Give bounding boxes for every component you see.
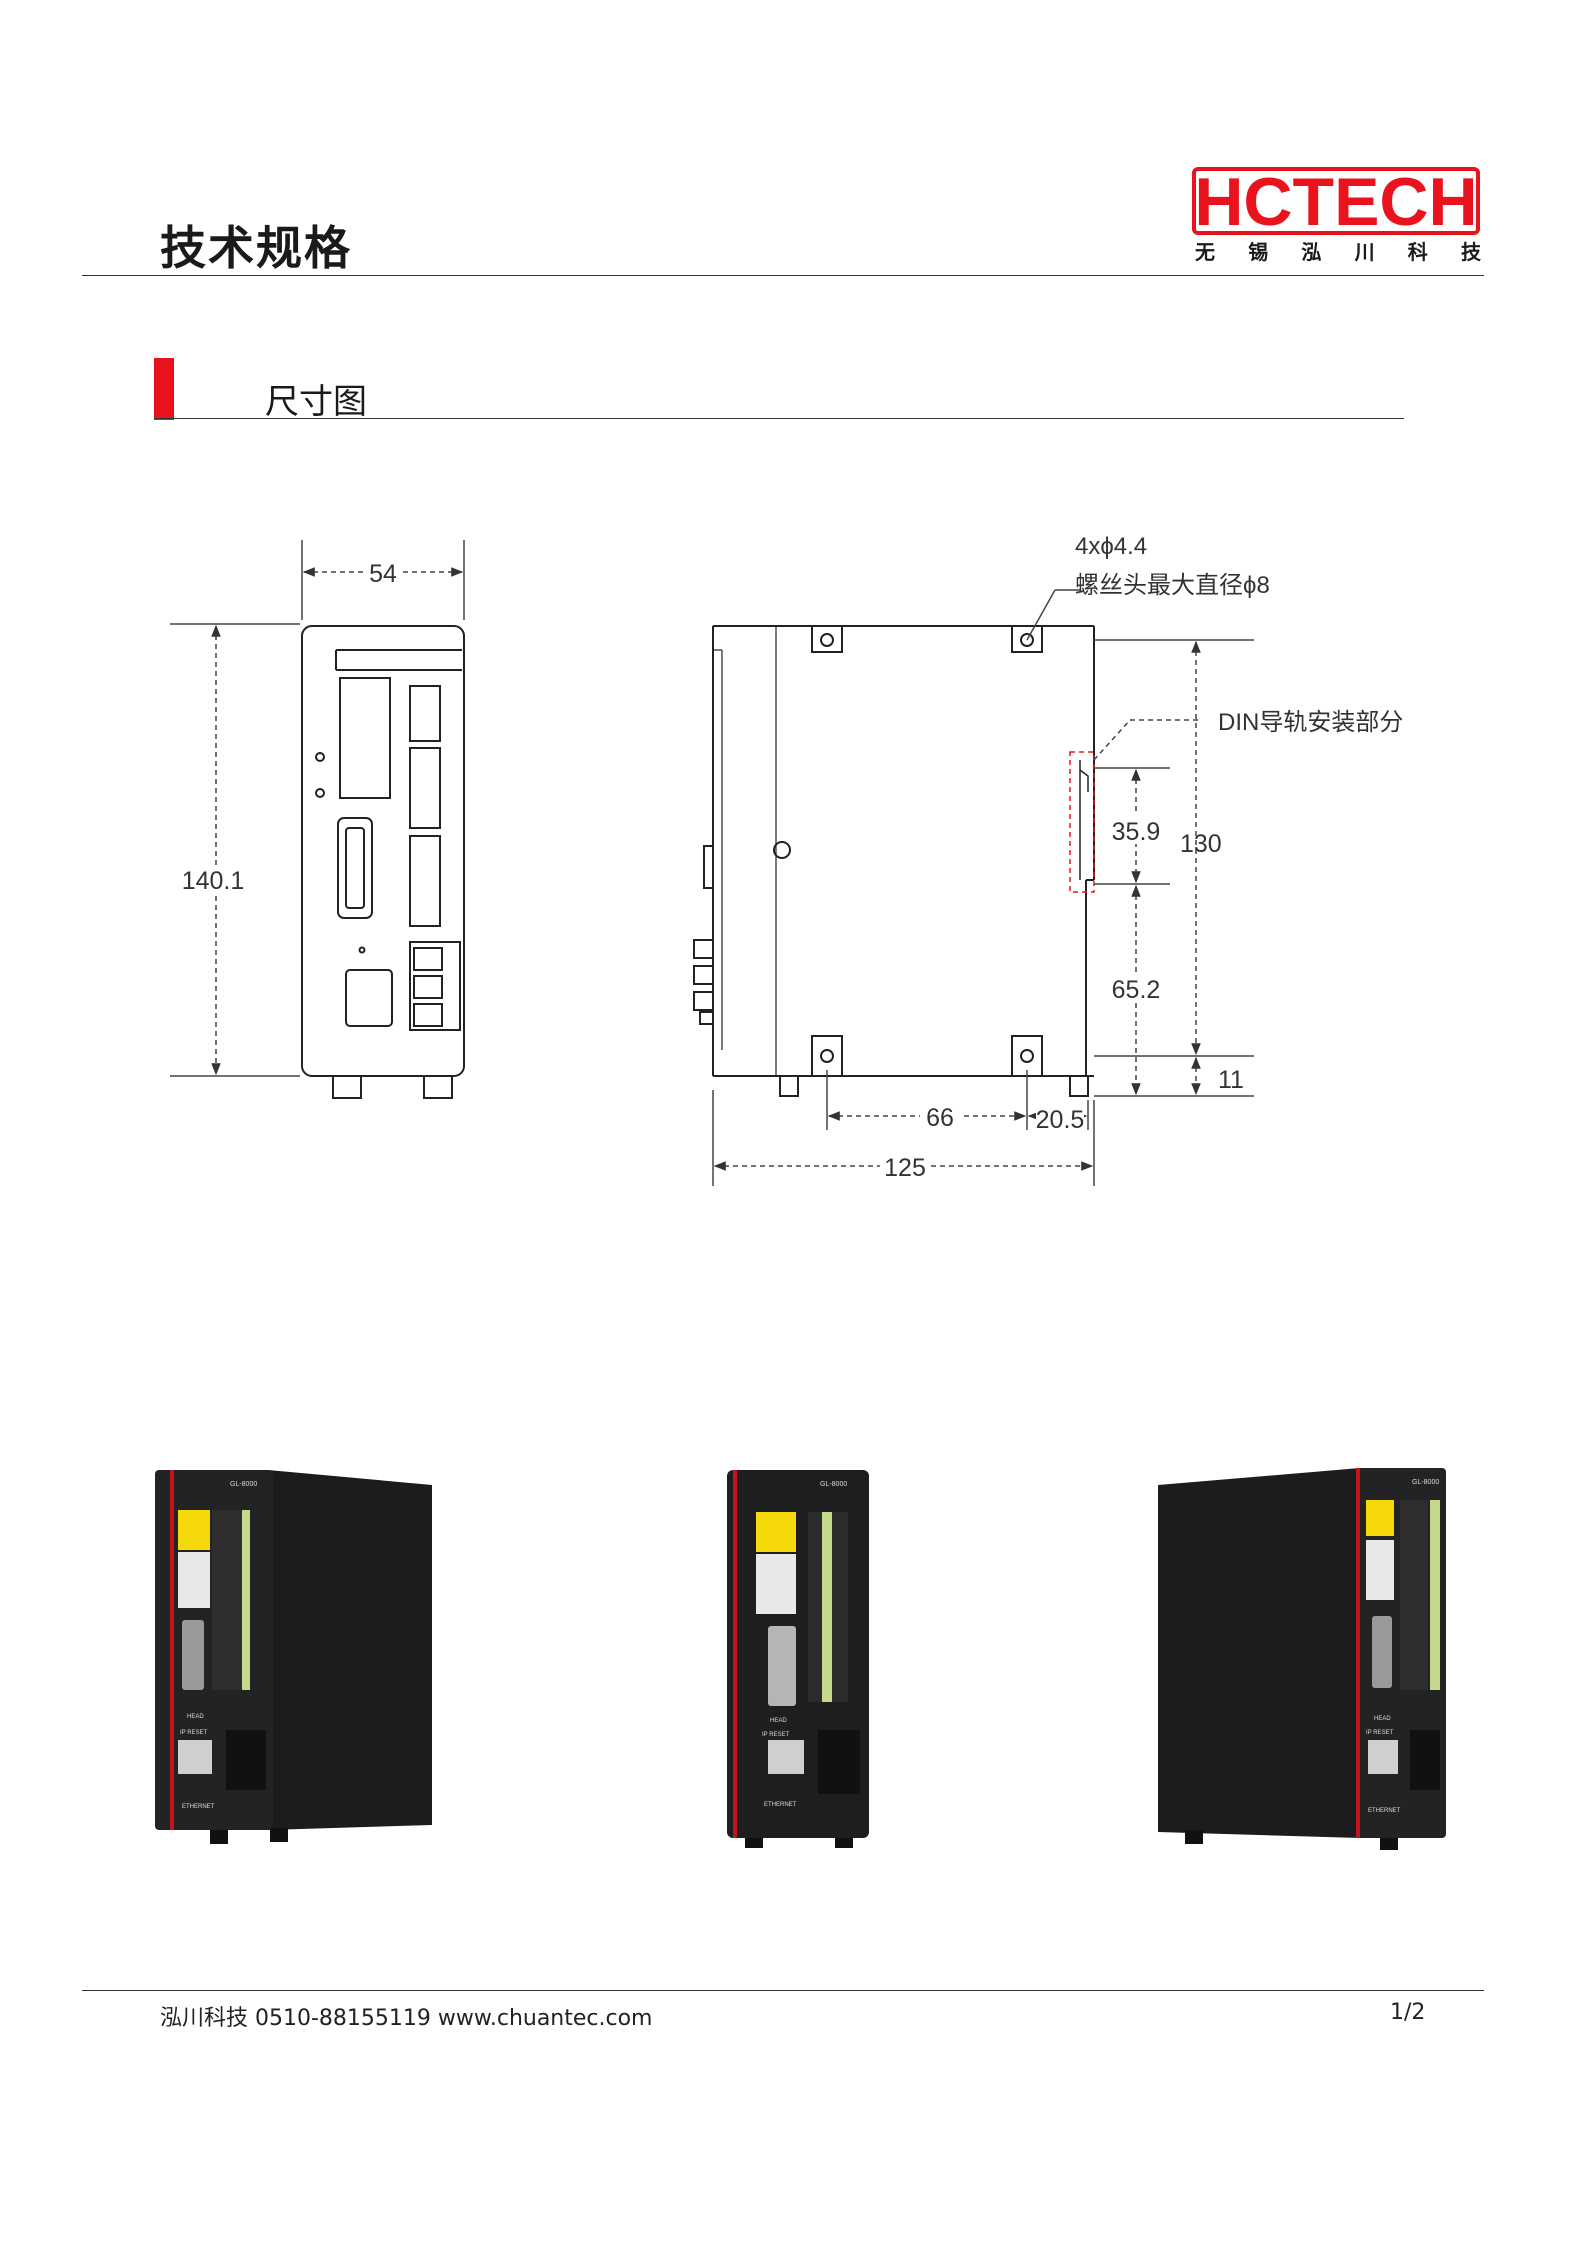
- footer-divider: [82, 1990, 1484, 1991]
- dimension-drawing: 54 140.1: [170, 533, 1403, 1186]
- photo-label-head: HEAD: [1374, 1716, 1391, 1722]
- logo-sub-char: 川: [1354, 240, 1375, 264]
- dim-hole-vertical: 130: [1180, 830, 1222, 858]
- logo-sub-char: 无: [1195, 240, 1215, 264]
- photo-label-eth: ETHERNET: [182, 1804, 215, 1810]
- hole-note-1: 4xϕ4.4: [1075, 533, 1147, 560]
- product-photo-front: GL-8000 HEAD IP RESET ETHERNET: [727, 1470, 869, 1848]
- photo-label-ip: IP RESET: [180, 1730, 208, 1736]
- din-rail-highlight: [1069, 751, 1095, 893]
- page-title: 技术规格: [160, 221, 352, 275]
- section-accent-bar: [154, 358, 174, 420]
- logo-graphic: HCTECH: [1192, 164, 1480, 240]
- photo-label-eth: ETHERNET: [764, 1802, 797, 1808]
- dim-hole-horizontal: 66: [926, 1104, 954, 1132]
- label-bg: [920, 1104, 960, 1130]
- section-title: 尺寸图: [265, 382, 367, 422]
- din-note: DIN导轨安装部分: [1218, 709, 1403, 736]
- photo-label-head: HEAD: [770, 1718, 787, 1724]
- dim-din-bottom: 65.2: [1112, 976, 1161, 1004]
- side-view: [693, 625, 1095, 1097]
- label-bg: [1110, 814, 1162, 844]
- logo-sub-char: 科: [1407, 240, 1428, 264]
- photo-model: GL-8000: [1412, 1479, 1439, 1486]
- dim-front-width: 54: [369, 560, 397, 588]
- label-bg: [1110, 972, 1162, 1002]
- footer-contact: 泓川科技 0510-88155119 www.chuantec.com: [160, 2006, 653, 2031]
- hole-note-2: 螺丝头最大直径ϕ8: [1075, 572, 1270, 599]
- dim-hole-offset: 11: [1218, 1066, 1244, 1094]
- product-photo-left: GL-8000 HEAD IP RESET ETHERNET: [155, 1470, 432, 1844]
- front-view: [301, 625, 465, 1099]
- front-view-dimensions: [170, 540, 465, 1077]
- header-divider: [82, 275, 1484, 276]
- product-photos: GL-8000 HEAD IP RESET ETHERNET GL-8000 H…: [155, 1468, 1446, 1850]
- dim-din-height: 35.9: [1112, 818, 1161, 846]
- photo-model: GL-8000: [230, 1481, 257, 1488]
- label-bg: [180, 866, 252, 894]
- section-divider: [154, 418, 1404, 419]
- photo-label-ip: IP RESET: [1366, 1730, 1394, 1736]
- page-number: 1/2: [1390, 2000, 1426, 2025]
- photo-label-head: HEAD: [187, 1714, 204, 1720]
- logo-subtitle: 无 锡 泓 川 科 技: [1195, 236, 1481, 265]
- dim-front-height: 140.1: [182, 867, 245, 895]
- photo-label-ip: IP RESET: [762, 1732, 790, 1738]
- brand-logo: HCTECH: [1192, 163, 1482, 247]
- photo-model: GL-8000: [820, 1481, 847, 1488]
- photo-label-eth: ETHERNET: [1368, 1808, 1401, 1814]
- logo-sub-char: 技: [1460, 240, 1481, 264]
- label-bg: [1036, 1104, 1084, 1130]
- logo-sub-char: 锡: [1248, 240, 1269, 264]
- label-bg: [366, 560, 400, 584]
- dim-depth: 125: [884, 1154, 926, 1182]
- dim-hole-edge: 20.5: [1036, 1106, 1085, 1134]
- logo-sub-char: 泓: [1301, 240, 1322, 264]
- logo-text: HCTECH: [1194, 164, 1477, 240]
- side-view-dimensions: [712, 589, 1254, 1186]
- product-photo-right: GL-8000 HEAD IP RESET ETHERNET: [1158, 1468, 1446, 1850]
- label-bg: [880, 1154, 930, 1180]
